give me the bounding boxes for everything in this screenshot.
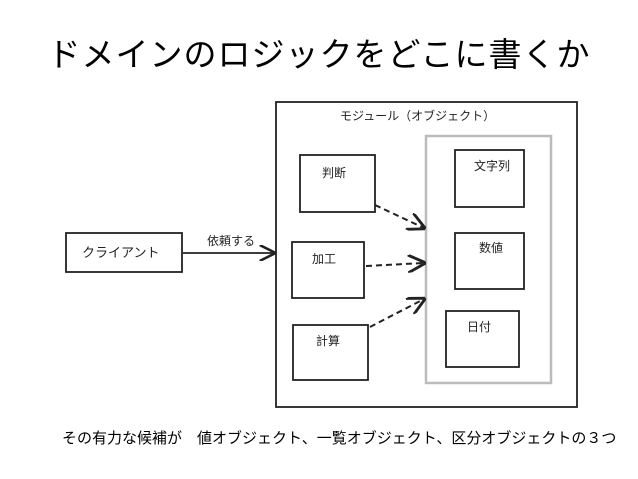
value-label-string: 文字列: [474, 158, 510, 173]
client-box: [65, 232, 183, 273]
slide-title: ドメインのロジックをどこに書くか: [47, 35, 591, 74]
dashed-arrow-calc: [369, 299, 424, 328]
value-box-number: [454, 232, 525, 290]
value-label-date: 日付: [467, 320, 491, 334]
process-box-transform: [291, 241, 365, 299]
dashed-arrow-transform: [365, 263, 424, 266]
process-label-transform: 加工: [312, 252, 336, 266]
process-label-judge: 判断: [322, 165, 346, 180]
process-box-judge: [299, 154, 376, 213]
value-box-date: [445, 310, 520, 368]
process-label-calc: 計算: [316, 333, 340, 348]
slide-caption: その有力な候補が 値オブジェクト、一覧オブジェクト、区分オブジェクトの３つ: [62, 429, 617, 447]
client-label: クライアント: [82, 246, 159, 261]
value-label-number: 数値: [479, 240, 503, 255]
value-objects-group: [424, 134, 553, 385]
value-box-string: [454, 149, 525, 208]
module-box: [275, 101, 578, 408]
process-box-calc: [292, 324, 369, 381]
dashed-arrow-judge: [374, 204, 424, 228]
request-arrow-label: 依頼する: [207, 233, 255, 248]
module-label: モジュール（オブジェクト）: [340, 108, 495, 123]
